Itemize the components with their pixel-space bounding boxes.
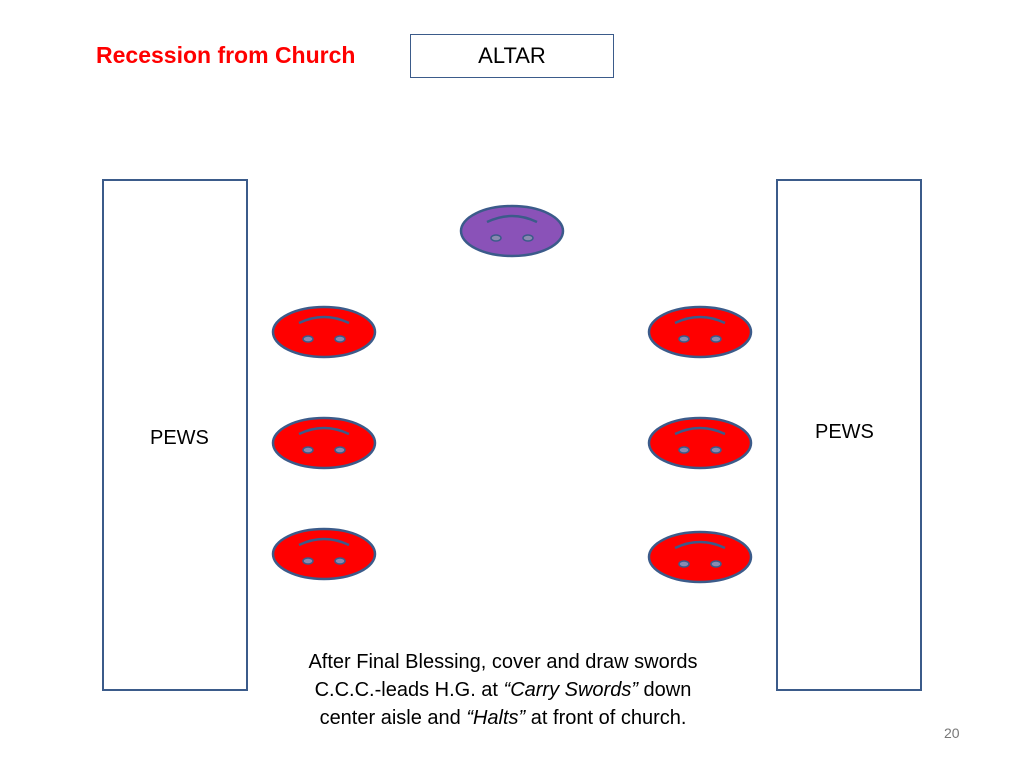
figure-eye-right xyxy=(334,446,346,454)
caption-line-3-prefix: center aisle and xyxy=(319,707,467,729)
figure-svg xyxy=(271,416,377,470)
page-number: 20 xyxy=(944,725,960,741)
figure-svg xyxy=(459,204,565,258)
figure-eye-left xyxy=(678,560,690,568)
figure-svg xyxy=(271,305,377,359)
figure-left-1 xyxy=(271,305,377,359)
figure-eye-left xyxy=(302,446,314,454)
figure-brow xyxy=(298,537,350,547)
figure-svg xyxy=(271,527,377,581)
caption-line-3-italic: “Halts” xyxy=(466,707,526,729)
figure-eye-left xyxy=(678,446,690,454)
caption-line-1: After Final Blessing, cover and draw swo… xyxy=(308,651,698,673)
figure-right-1 xyxy=(647,305,753,359)
figure-brow xyxy=(674,426,726,436)
caption-line-2-suffix: down xyxy=(638,679,692,701)
figure-body xyxy=(271,416,377,470)
caption-line-2: C.C.C.-leads H.G. at “Carry Swords” down xyxy=(250,676,756,704)
altar-label: ALTAR xyxy=(478,43,546,68)
figure-svg xyxy=(647,530,753,584)
figure-body xyxy=(459,204,565,258)
figure-eye-left xyxy=(302,335,314,343)
figure-svg xyxy=(647,305,753,359)
figure-right-2 xyxy=(647,416,753,470)
figure-eye-right xyxy=(710,446,722,454)
figure-brow xyxy=(298,315,350,325)
figure-eye-right xyxy=(334,335,346,343)
pews-right: PEWS xyxy=(776,179,922,691)
figure-brow xyxy=(298,426,350,436)
figure-eye-right xyxy=(710,560,722,568)
figure-brow xyxy=(674,315,726,325)
pews-right-label: PEWS xyxy=(815,421,874,443)
caption-line-2-italic: “Carry Swords” xyxy=(503,679,638,701)
caption-line-3-suffix: at front of church. xyxy=(525,707,687,729)
altar-box: ALTAR xyxy=(410,34,614,78)
figure-body xyxy=(647,416,753,470)
figure-eye-left xyxy=(490,234,502,242)
figure-leader xyxy=(459,204,565,258)
figure-eye-right xyxy=(710,335,722,343)
figure-body xyxy=(271,305,377,359)
figure-right-3 xyxy=(647,530,753,584)
figure-body xyxy=(647,530,753,584)
figure-brow xyxy=(486,214,538,224)
caption: After Final Blessing, cover and draw swo… xyxy=(250,648,756,732)
figure-eye-right xyxy=(334,557,346,565)
caption-line-2-prefix: C.C.C.-leads H.G. at xyxy=(314,679,504,701)
slide-title: Recession from Church xyxy=(96,42,356,68)
figure-body xyxy=(271,527,377,581)
figure-eye-left xyxy=(302,557,314,565)
figure-brow xyxy=(674,540,726,550)
pews-left: PEWS xyxy=(102,179,248,691)
figure-left-3 xyxy=(271,527,377,581)
pews-left-label: PEWS xyxy=(150,427,209,449)
figure-eye-right xyxy=(522,234,534,242)
caption-line-3: center aisle and “Halts” at front of chu… xyxy=(250,704,756,732)
figure-svg xyxy=(647,416,753,470)
figure-body xyxy=(647,305,753,359)
figure-eye-left xyxy=(678,335,690,343)
figure-left-2 xyxy=(271,416,377,470)
